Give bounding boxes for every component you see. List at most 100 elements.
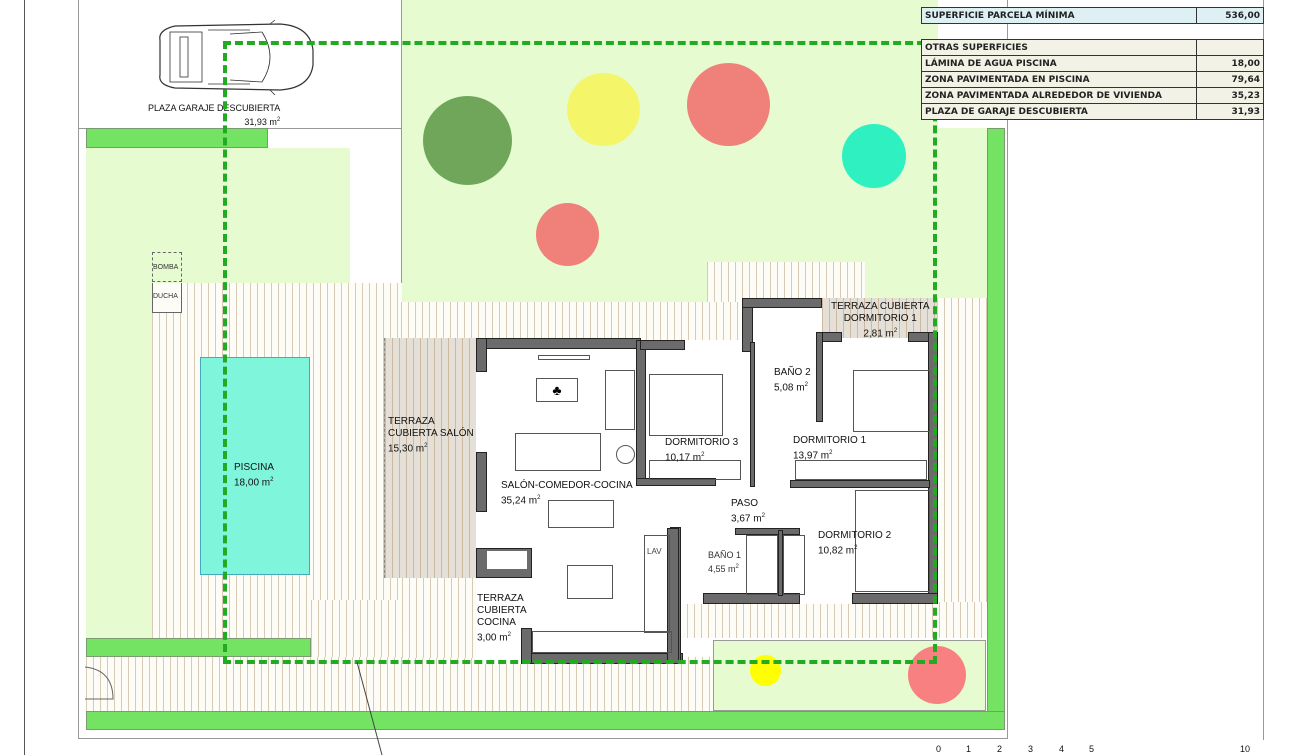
dormitorio2-name: DORMITORIO 2 [818, 530, 892, 541]
gate-icon [84, 666, 114, 700]
dormitorio3-name: DORMITORIO 3 [665, 437, 739, 448]
tree-salmon-small [536, 203, 599, 266]
parcela-value: 536,00 [1196, 7, 1264, 24]
front-deck [401, 302, 741, 342]
bano2-label: BAÑO 2 5,08 m2 [774, 367, 811, 394]
leader-line [356, 662, 383, 755]
otras-header: OTRAS SUPERFICIES [921, 39, 1197, 56]
row-label: ZONA PAVIMENTADA EN PISCINA [921, 71, 1197, 88]
lawn-right-strip [937, 128, 987, 298]
plot-outline [78, 0, 1008, 739]
terraza-cocina-line2: CUBIERTA [477, 605, 527, 616]
pool-label: PISCINA 18,00 m2 [234, 462, 274, 489]
table-header-row: OTRAS SUPERFICIES [921, 39, 1264, 56]
otras-header-value [1196, 39, 1264, 56]
bed-dorm1 [853, 370, 930, 432]
wall-left-salon-upper [476, 338, 487, 372]
hedge-right [987, 128, 1005, 728]
tree-dark-green [423, 96, 512, 185]
terraza-dorm1-line1: TERRAZA CUBIERTA [831, 301, 930, 312]
paso-name: PASO [731, 498, 759, 509]
terraza-salon-line2: CUBIERTA SALÓN [388, 428, 474, 439]
table-row: PLAZA DE GARAJE DESCUBIERTA 31,93 [921, 103, 1264, 120]
dormitorio1-name: DORMITORIO 1 [793, 435, 867, 446]
pool [200, 357, 310, 575]
wall-bath1-right [778, 530, 783, 596]
pool-deck-lower [311, 600, 401, 657]
lawn-left [86, 148, 350, 283]
deck-left-of-kitchen [402, 578, 476, 658]
kitchen-side-counter [644, 535, 670, 633]
terraza-salon-label: TERRAZA CUBIERTA SALÓN 15,30 m2 [388, 416, 474, 455]
row-label: PLAZA DE GARAJE DESCUBIERTA [921, 103, 1197, 120]
garage-area-value: 31,93 m2 [244, 117, 281, 127]
terraza-cocina-line3: COCINA [477, 617, 516, 628]
wardrobe-dorm1 [795, 460, 927, 480]
bed-dorm2 [855, 490, 930, 592]
tree-teal [842, 124, 906, 188]
scale-tick: 0 [936, 744, 942, 754]
terraza-cocina-line1: TERRAZA [477, 593, 524, 604]
table-row: ZONA PAVIMENTADA EN PISCINA 79,64 [921, 71, 1264, 88]
wall-dorm2-bottom [852, 593, 938, 604]
table-row: ZONA PAVIMENTADA ALREDEDOR DE VIVIENDA 3… [921, 87, 1264, 104]
parcela-label: SUPERFICIE PARCELA MÍNIMA [921, 7, 1197, 24]
rug: ♣ [536, 378, 578, 402]
hedge-mid-left [86, 638, 311, 657]
wall-kitchen-stub-inner [487, 551, 527, 569]
terraza-cocina-area: 3,00 m2 [477, 632, 511, 644]
bano1-area: 4,55 m2 [708, 564, 739, 574]
armchair [605, 370, 635, 430]
row-value: 31,93 [1196, 103, 1264, 120]
right-deck [937, 298, 987, 638]
left-frame-line [24, 0, 25, 755]
pool-name: PISCINA [234, 462, 275, 473]
right-deck-top [707, 262, 865, 302]
car-icon [159, 20, 314, 95]
dining-table [548, 500, 614, 528]
wall-bano2-right [816, 332, 823, 422]
paso-area: 3,67 m2 [731, 513, 765, 525]
terraza-cocina-label: TERRAZA CUBIERTA COCINA 3,00 m2 [477, 593, 527, 644]
table-row: SUPERFICIE PARCELA MÍNIMA 536,00 [921, 7, 1264, 24]
hedge-bottom [86, 711, 1005, 730]
shower-bath1 [746, 535, 778, 595]
wall-dorm3-top [640, 340, 685, 350]
terraza-dorm1-label: TERRAZA CUBIERTA DORMITORIO 1 2,81 m2 [831, 301, 930, 340]
bed-dorm3 [649, 374, 723, 436]
dormitorio3-label: DORMITORIO 3 10,17 m2 [665, 437, 738, 464]
lawn-left-lower [86, 283, 152, 638]
terraza-dorm1-area: 2,81 m2 [863, 328, 898, 340]
scale-tick: 3 [1028, 744, 1034, 754]
kitchen-counter [532, 631, 672, 653]
pool-area: 18,00 m2 [234, 477, 274, 489]
scale-tick: 1 [966, 744, 972, 754]
kitchen-island [567, 565, 613, 599]
dormitorio1-area: 13,97 m2 [793, 450, 833, 462]
window-salon [538, 355, 590, 360]
wardrobe-dorm3 [649, 460, 741, 480]
wall-dorm1-bottom [790, 480, 930, 488]
salon-label: SALÓN-COMEDOR-COCINA 35,24 m2 [501, 480, 633, 507]
wall-bano2-top [742, 298, 822, 308]
house-floor-kitchen [476, 578, 682, 664]
wardrobe-dorm2 [783, 535, 805, 595]
dormitorio1-label: DORMITORIO 1 13,97 m2 [793, 435, 866, 462]
bano2-name: BAÑO 2 [774, 367, 811, 378]
wall-bath1-top [735, 528, 800, 535]
lav-label: LAV [647, 547, 662, 556]
right-frame-line [1263, 0, 1264, 740]
hedge-top-left [86, 128, 268, 148]
terraza-salon-line1: TERRAZA [388, 416, 435, 427]
row-label: LÁMINA DE AGUA PISCINA [921, 55, 1197, 72]
bomba-box: BOMBA [152, 252, 182, 282]
garage-label: PLAZA GARAJE DESCUBIERTA 31,93 m2 [148, 102, 280, 128]
bano1-name: BAÑO 1 [708, 550, 742, 560]
otras-superficies-table: OTRAS SUPERFICIES LÁMINA DE AGUA PISCINA… [921, 39, 1264, 120]
terraza-salon [384, 338, 477, 578]
dormitorio3-area: 10,17 m2 [665, 452, 705, 464]
dormitorio2-label: DORMITORIO 2 10,82 m2 [818, 530, 891, 557]
sofa [515, 433, 601, 471]
terraza-dorm1-line2: DORMITORIO 1 [843, 313, 917, 324]
side-table [616, 445, 635, 464]
